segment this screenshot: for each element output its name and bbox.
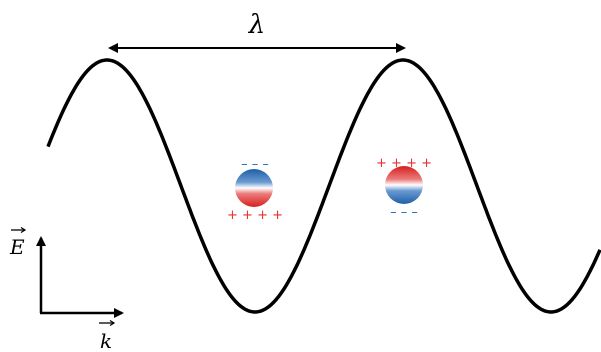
k-vector-label: k [100,329,112,352]
axes: E k [9,226,124,352]
particle-1-bottom-charge: + + + + [227,208,283,223]
electric-field-wave [46,58,601,314]
e-field-vector-arrow [11,226,27,234]
particle-2-top-charge: + + + + [376,156,432,171]
e-field-label: E [9,235,25,259]
particle-1-sphere [235,169,273,207]
particle-1: – – – + + + + [227,157,283,223]
k-vector-arrow [99,319,116,327]
particle-2-bottom-charge: – – – [390,205,418,220]
wavelength-label: λ [248,10,265,40]
particle-2-sphere [385,166,423,204]
particle-2: + + + + – – – [376,156,432,220]
particle-1-top-charge: – – – [241,157,269,172]
